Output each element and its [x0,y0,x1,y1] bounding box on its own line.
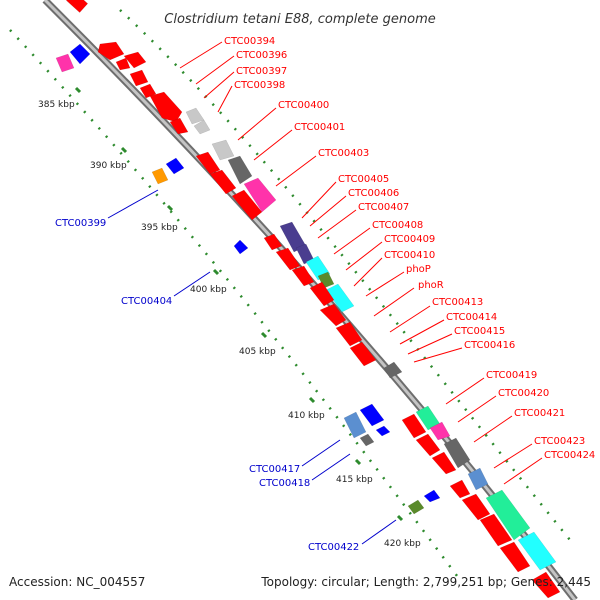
gene-label-ctc00414[interactable]: CTC00414 [446,312,497,323]
gene-arrow-dark-grey[interactable] [383,361,403,379]
gene-arrow-magenta[interactable] [55,53,75,73]
gene-arrow-red[interactable] [431,451,457,475]
tick-tracks [9,9,571,581]
gene-label-ctc00398[interactable]: CTC00398 [234,80,285,91]
gene-arrow-dark-grey[interactable] [359,433,375,447]
gene-arrow-red[interactable] [169,117,189,135]
forward-gene-labels: CTC00394 CTC00396 CTC00397 CTC00398 CTC0… [224,36,595,461]
gene-label-ctc00417[interactable]: CTC00417 [249,464,300,475]
gene-arrow-red[interactable] [449,479,471,499]
reverse-strand-genes [55,43,441,515]
gene-arrow-red[interactable] [129,69,149,87]
gene-label-ctc00394[interactable]: CTC00394 [224,36,275,47]
gene-arrow-steel[interactable] [343,411,367,439]
gene-arrow-red[interactable] [415,433,441,457]
kbp-tick-label: 395 kbp [141,223,178,233]
gene-arrow-magenta[interactable] [429,421,451,441]
kbp-tick-label: 415 kbp [336,475,373,485]
gene-arrow-red[interactable] [291,265,315,287]
gene-arrow-red[interactable] [149,91,183,123]
gene-arrow-red[interactable] [115,57,131,71]
accession-text: Accession: NC_004557 [9,575,145,589]
gene-arrow-red[interactable] [461,493,491,521]
gene-label-ctc00405[interactable]: CTC00405 [338,174,389,185]
gene-arrow-blue[interactable] [69,43,91,65]
kbp-tick-label: 385 kbp [38,100,75,110]
gene-arrow-blue[interactable] [233,239,249,255]
gene-label-ctc00415[interactable]: CTC00415 [454,326,505,337]
gene-arrow-teal[interactable] [485,489,531,541]
gene-arrow-red[interactable] [479,513,513,547]
gene-arrow-red[interactable] [309,281,335,307]
gene-label-ctc00396[interactable]: CTC00396 [236,50,287,61]
gene-arrow-blue[interactable] [375,425,391,437]
gene-label-ctc00401[interactable]: CTC00401 [294,122,345,133]
gene-arrow-red[interactable] [275,247,301,271]
gene-label-ctc00408[interactable]: CTC00408 [372,220,423,231]
gene-label-ctc00424[interactable]: CTC00424 [544,450,595,461]
gene-label-ctc00418[interactable]: CTC00418 [259,478,310,489]
gene-arrow-red[interactable] [499,541,531,573]
gene-label-ctc00422[interactable]: CTC00422 [308,542,359,553]
forward-strand-genes [65,0,561,599]
gene-label-ctc00419[interactable]: CTC00419 [486,370,537,381]
kbp-tick-label: 400 kbp [190,285,227,295]
gene-arrow-cyan[interactable] [325,283,355,313]
gene-label-ctc00416[interactable]: CTC00416 [464,340,515,351]
kbp-tick-label: 420 kbp [384,539,421,549]
gene-label-ctc00397[interactable]: CTC00397 [236,66,287,77]
gene-arrow-red[interactable] [139,83,157,99]
gene-label-phor[interactable]: phoR [418,280,444,291]
gene-arrow-dark-grey[interactable] [227,155,253,185]
gene-label-ctc00423[interactable]: CTC00423 [534,436,585,447]
major-ticks [74,86,404,522]
kbp-tick-label: 405 kbp [239,347,276,357]
gene-label-ctc00399[interactable]: CTC00399 [55,218,106,229]
gene-arrow-olive[interactable] [407,499,425,515]
gene-label-ctc00409[interactable]: CTC00409 [384,234,435,245]
gene-label-ctc00404[interactable]: CTC00404 [121,296,172,307]
forward-callout-lines [179,41,543,485]
reverse-gene-labels: CTC00399 CTC00404 CTC00417 CTC00418 CTC0… [55,218,359,553]
gene-arrow-red[interactable] [335,321,363,347]
gene-label-ctc00400[interactable]: CTC00400 [278,100,329,111]
kbp-tick-label: 410 kbp [288,411,325,421]
gene-arrow-red[interactable] [401,413,427,439]
gene-label-ctc00406[interactable]: CTC00406 [348,188,399,199]
gene-arrow-red[interactable] [319,303,347,327]
gene-arrow-blue[interactable] [423,489,441,503]
gene-arrow-red[interactable] [263,233,283,251]
gene-arrow-magenta[interactable] [243,177,277,213]
gene-arrow-dark-grey[interactable] [443,437,471,469]
gene-arrow-blue[interactable] [165,157,185,175]
gene-arrow-red[interactable] [195,151,221,175]
reverse-callout-lines [107,189,397,545]
gene-label-ctc00403[interactable]: CTC00403 [318,148,369,159]
gene-arrow-grey[interactable] [211,139,235,161]
gene-label-ctc00407[interactable]: CTC00407 [358,202,409,213]
map-title: Clostridium tetani E88, complete genome [164,12,436,27]
gene-label-ctc00413[interactable]: CTC00413 [432,297,483,308]
kbp-labels: 385 kbp 390 kbp 395 kbp 400 kbp 405 kbp … [38,100,421,549]
gene-label-ctc00421[interactable]: CTC00421 [514,408,565,419]
gene-arrow-red[interactable] [123,51,147,69]
gene-label-ctc00420[interactable]: CTC00420 [498,388,549,399]
gene-arrow-steel[interactable] [467,467,489,491]
gene-label-phop[interactable]: phoP [406,264,431,275]
gene-arrow-red[interactable] [97,41,125,61]
gene-label-ctc00410[interactable]: CTC00410 [384,250,435,261]
topology-text: Topology: circular; Length: 2,799,251 bp… [260,575,591,589]
gene-arrow-red[interactable] [349,341,377,367]
gene-arrow-red[interactable] [209,169,237,195]
gene-arrow-red[interactable] [65,0,89,13]
gene-arrow-orange[interactable] [151,167,169,185]
kbp-tick-label: 390 kbp [90,161,127,171]
gene-arrow-blue[interactable] [359,403,385,427]
gene-arrow-cyan[interactable] [517,531,557,571]
gene-arrow-red[interactable] [531,571,561,599]
gene-arrow-grey[interactable] [193,119,211,135]
